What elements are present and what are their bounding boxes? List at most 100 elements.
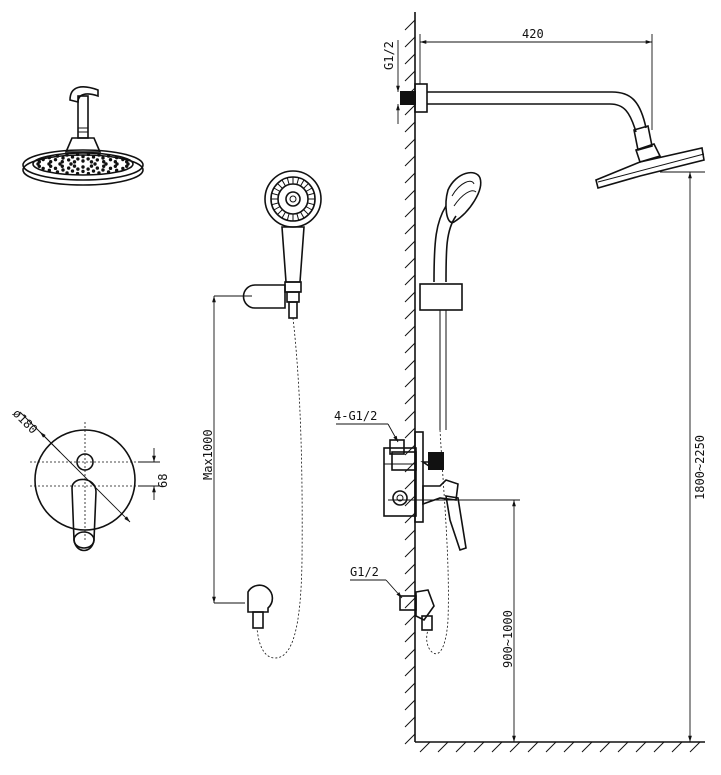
wall-hatch-line	[404, 529, 416, 541]
nozzle-dot	[104, 162, 108, 166]
nozzle-dot	[114, 168, 119, 173]
nozzle-dot	[91, 155, 96, 159]
nozzle-dot	[53, 157, 58, 162]
nozzle-dot	[102, 160, 106, 164]
wall-hatch-line	[404, 223, 416, 235]
nozzle-dot	[95, 158, 100, 162]
valve-thread-label: 4-G1/2	[334, 409, 377, 423]
wall-hatch-line	[404, 342, 416, 354]
shower-head-view	[22, 86, 144, 186]
dimension-lines	[336, 34, 705, 742]
nozzle-dot	[70, 155, 75, 159]
nozzle-dot	[47, 168, 52, 173]
floor-hatch-line	[473, 741, 485, 753]
spray-ray	[273, 187, 281, 192]
wall-hatch-line	[404, 495, 416, 507]
wall-hatch-line	[404, 546, 416, 558]
nozzle-dot	[75, 152, 80, 157]
nozzle-dot	[48, 160, 53, 164]
nozzle-dot	[72, 164, 77, 168]
nozzle-dot	[81, 169, 85, 174]
floor-hatch-line	[689, 741, 701, 753]
nozzle-dot	[86, 157, 90, 161]
spray-ray	[286, 213, 290, 221]
spray-ray	[281, 179, 286, 187]
nozzle-dot	[53, 166, 58, 171]
nozzle-dot	[47, 155, 52, 160]
nozzle-dot	[91, 169, 96, 173]
spray-ray	[277, 209, 283, 215]
head-height-label: 1800~2250	[693, 435, 707, 500]
wall-hatch-line	[404, 189, 416, 201]
wall-hatch-line	[404, 138, 416, 150]
wall-thread-label: G1/2	[382, 41, 396, 70]
hose-outlet-side	[399, 429, 449, 655]
nozzle-dot	[106, 170, 111, 174]
nozzle-dot	[81, 159, 85, 163]
nozzle-dot	[65, 153, 69, 157]
wall-hatch-line	[404, 257, 416, 269]
nozzle-dot	[102, 164, 106, 168]
nozzle-dot	[121, 166, 125, 171]
valve-plate-view	[19, 411, 160, 552]
nozzle-dot	[55, 170, 60, 174]
wall-hatch-line	[404, 155, 416, 167]
spray-ray	[273, 206, 281, 211]
nozzle-dot	[101, 156, 105, 160]
nozzle-dot	[37, 160, 42, 164]
nozzle-dot	[95, 166, 100, 170]
wall-hatch-line	[404, 512, 416, 524]
offset-label: 68	[156, 474, 170, 488]
wall-hatch-line	[404, 325, 416, 337]
floor-hatch-line	[635, 741, 647, 753]
nozzle-dot	[61, 156, 65, 160]
wall-hatch-line	[404, 444, 416, 456]
spray-ray	[307, 192, 315, 196]
wall-hatch-line	[404, 478, 416, 490]
nozzle-dot	[93, 162, 97, 166]
nozzle-dot	[97, 171, 101, 175]
wall-hatch-line	[404, 631, 416, 643]
floor-hatch-line	[491, 741, 503, 753]
floor-hatch-line	[509, 741, 521, 753]
nozzle-dot	[60, 160, 64, 164]
wall-hatch-line	[404, 614, 416, 626]
spray-ray	[300, 179, 305, 187]
nozzle-dot	[108, 166, 113, 171]
hand-shower-side	[419, 171, 482, 430]
wall-hatch-line	[404, 291, 416, 303]
floor-hatch-line	[563, 741, 575, 753]
spray-ray	[296, 213, 300, 221]
nozzle-dot	[86, 171, 91, 176]
spray-ray	[303, 183, 309, 189]
spray-ray	[305, 206, 313, 211]
nozzle-dot	[113, 164, 118, 168]
wall-hatch-line	[404, 665, 416, 677]
floor-hatch-line	[527, 741, 539, 753]
nozzle-dot	[86, 167, 90, 171]
wall-hatch-line	[404, 376, 416, 388]
nozzle-dot	[76, 157, 80, 161]
wall-hatch-line	[404, 682, 416, 694]
nozzle-dot	[41, 166, 45, 171]
spray-ray	[296, 177, 300, 185]
hand-shower-view	[212, 170, 322, 659]
wall-hatch-line	[404, 359, 416, 371]
nozzle-dot	[81, 165, 85, 169]
spray-ray	[277, 183, 283, 189]
floor-hatch-line	[653, 741, 665, 753]
wall-hatch-line	[404, 393, 416, 405]
wall-hatch-line	[404, 206, 416, 218]
wall-hatch-line	[404, 699, 416, 711]
nozzle-dot	[97, 153, 101, 157]
nozzle-dot	[89, 164, 94, 168]
hose-max-label: Max1000	[201, 429, 215, 480]
wall-hatch-line	[404, 36, 416, 48]
spray-ray	[305, 187, 313, 192]
floor-hatch-line	[545, 741, 557, 753]
wall-hatch-line	[404, 597, 416, 609]
nozzle-dot	[106, 154, 111, 158]
nozzle-dot	[75, 171, 80, 176]
wall-hatch-line	[404, 104, 416, 116]
